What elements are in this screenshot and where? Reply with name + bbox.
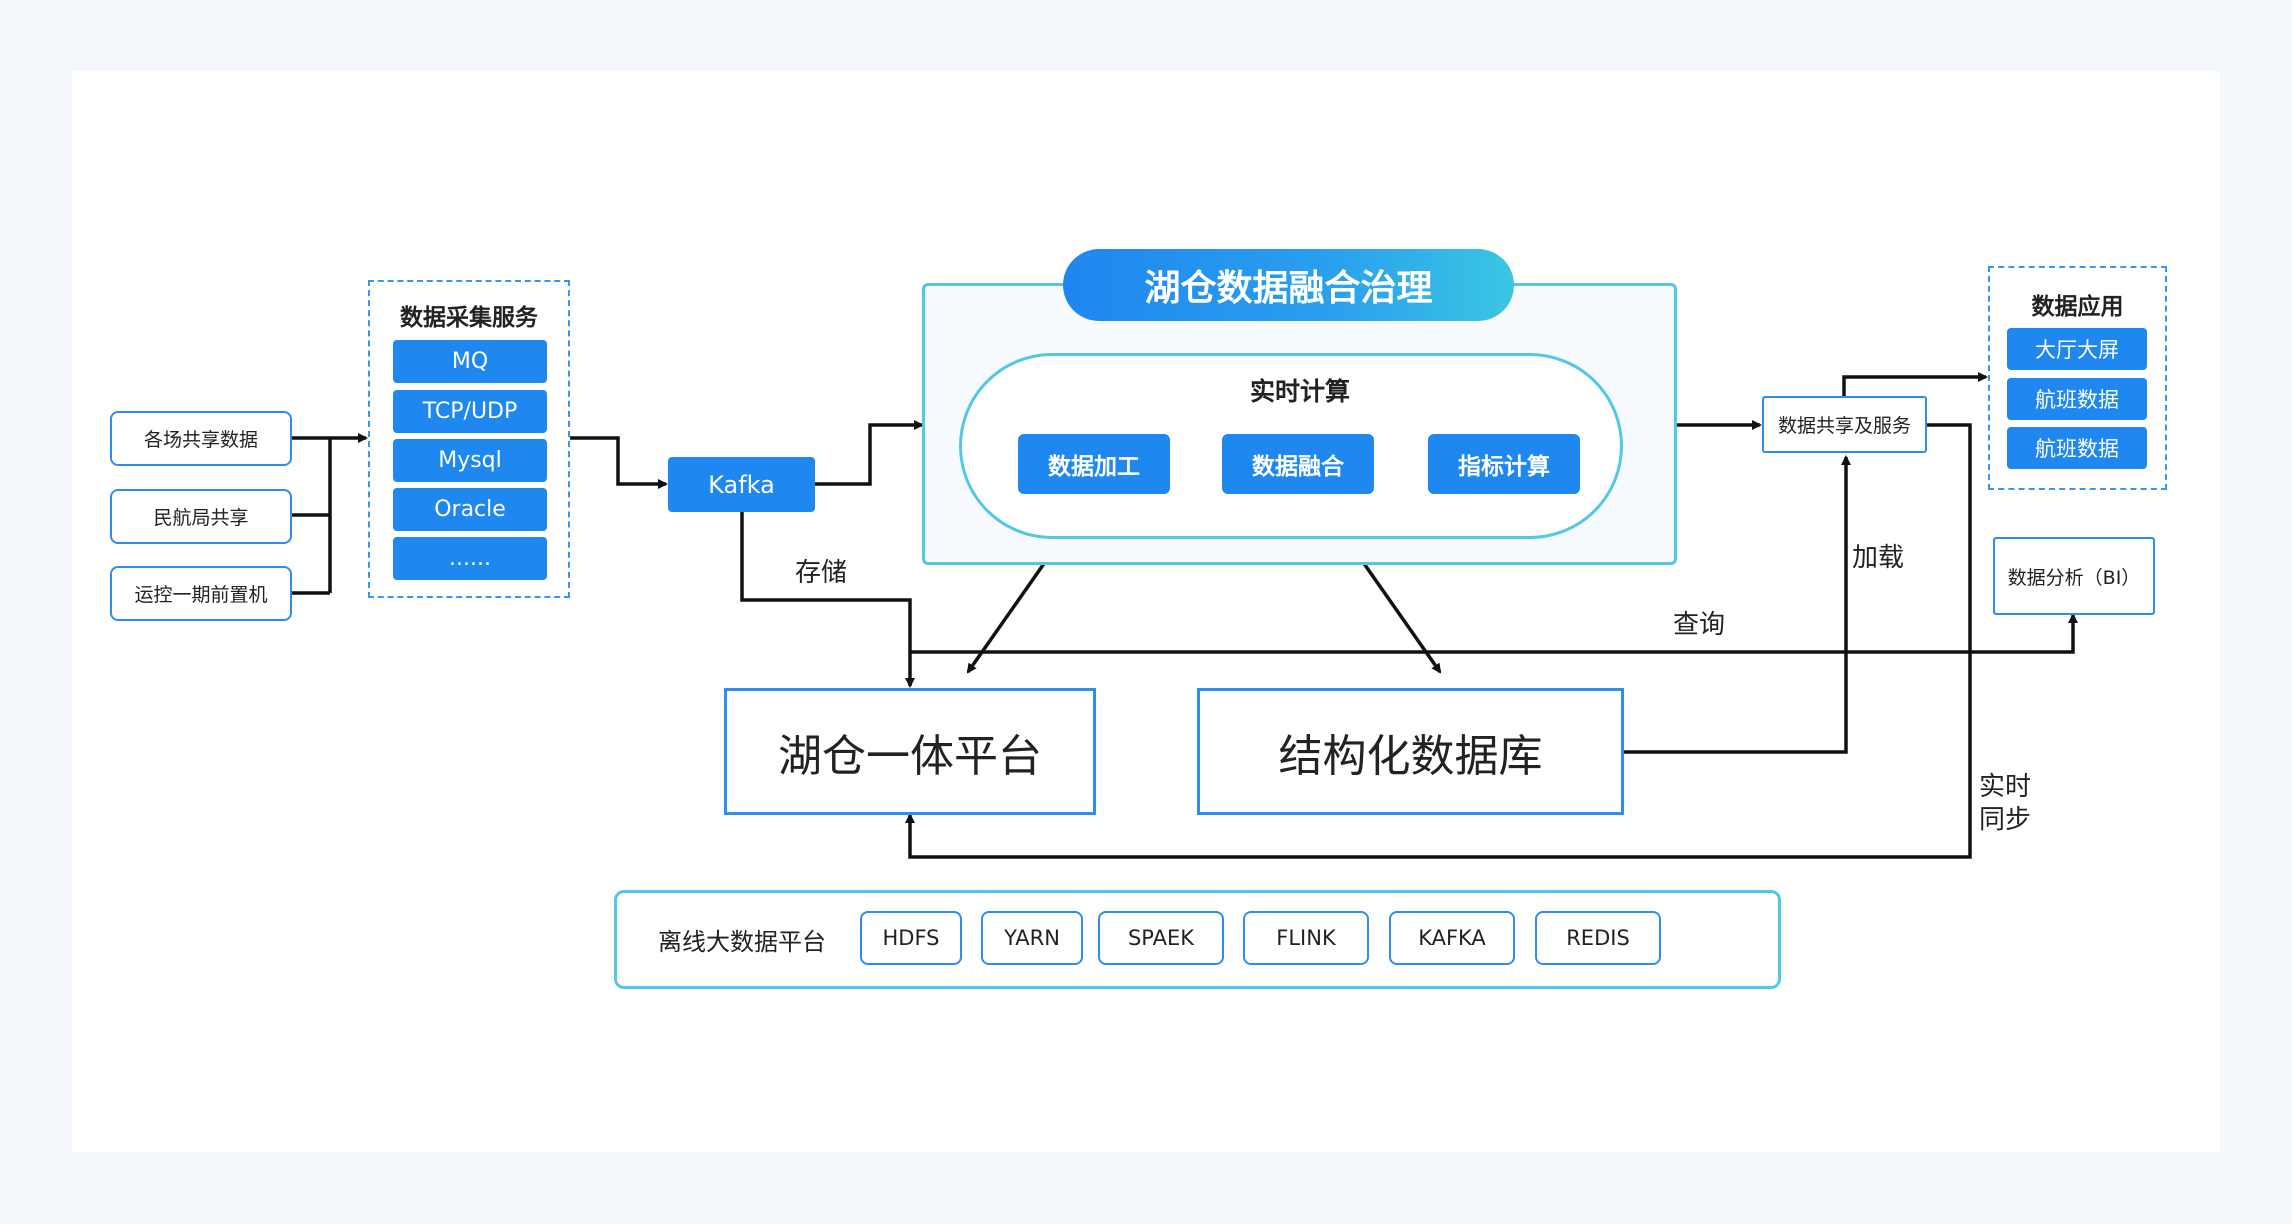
collection-item-oracle: Oracle	[393, 488, 547, 531]
offline-platform-title: 离线大数据平台	[658, 928, 826, 956]
applications-title: 数据应用	[2031, 294, 2124, 320]
load-label: 加载	[1852, 543, 1905, 573]
sharing-to-apps-arrow	[1842, 372, 1988, 396]
collection-item-mq: MQ	[393, 340, 547, 383]
sync-label: 实时 同步	[1979, 771, 2031, 837]
sync-arrow	[905, 423, 1972, 859]
offline-tag-spaek: SPAEK	[1098, 911, 1224, 965]
source-label: 各场共享数据	[143, 429, 258, 451]
collection-item-more: ......	[393, 537, 547, 580]
sync-label-line1: 实时	[1979, 772, 2032, 802]
app-hall-screen: 大厅大屏	[2007, 328, 2147, 370]
source-caac-share: 民航局共享	[110, 489, 292, 544]
offline-tag-hdfs: HDFS	[860, 911, 962, 965]
kafka-to-governance-arrow	[815, 420, 924, 486]
kafka-node: Kafka	[668, 457, 815, 512]
load-arrow	[1624, 455, 1851, 754]
app-flight-data-1: 航班数据	[2007, 378, 2147, 420]
lakehouse-platform: 湖仓一体平台	[724, 688, 1096, 815]
source-shared-airport-data: 各场共享数据	[110, 411, 292, 466]
collection-item-mysql: Mysql	[393, 439, 547, 482]
offline-tag-redis: REDIS	[1535, 911, 1661, 965]
offline-tag-yarn: YARN	[981, 911, 1083, 965]
source-label: 民航局共享	[153, 507, 249, 529]
collection-to-kafka-arrow	[570, 436, 668, 489]
query-label: 查询	[1673, 610, 1726, 640]
bi-analysis-box: 数据分析（BI）	[1993, 537, 2155, 615]
query-arrow	[910, 613, 2078, 654]
step-data-fusion: 数据融合	[1222, 434, 1374, 494]
store-label: 存储	[795, 558, 848, 588]
source-label: 运控一期前置机	[134, 584, 268, 606]
app-flight-data-2: 航班数据	[2007, 427, 2147, 469]
source-ops-frontend: 运控一期前置机	[110, 566, 292, 621]
collection-title: 数据采集服务	[400, 305, 538, 331]
realtime-compute-title: 实时计算	[1249, 377, 1350, 406]
step-metric-compute: 指标计算	[1428, 434, 1580, 494]
collection-item-tcp-udp: TCP/UDP	[393, 390, 547, 433]
data-sharing-service: 数据共享及服务	[1762, 396, 1927, 453]
governance-title: 湖仓数据融合治理	[1063, 249, 1514, 321]
step-data-processing: 数据加工	[1018, 434, 1170, 494]
sync-label-line2: 同步	[1979, 805, 2032, 835]
offline-tag-flink: FLINK	[1243, 911, 1369, 965]
structured-database: 结构化数据库	[1197, 688, 1624, 815]
offline-tag-kafka: KAFKA	[1389, 911, 1515, 965]
store-arrow	[740, 512, 915, 688]
